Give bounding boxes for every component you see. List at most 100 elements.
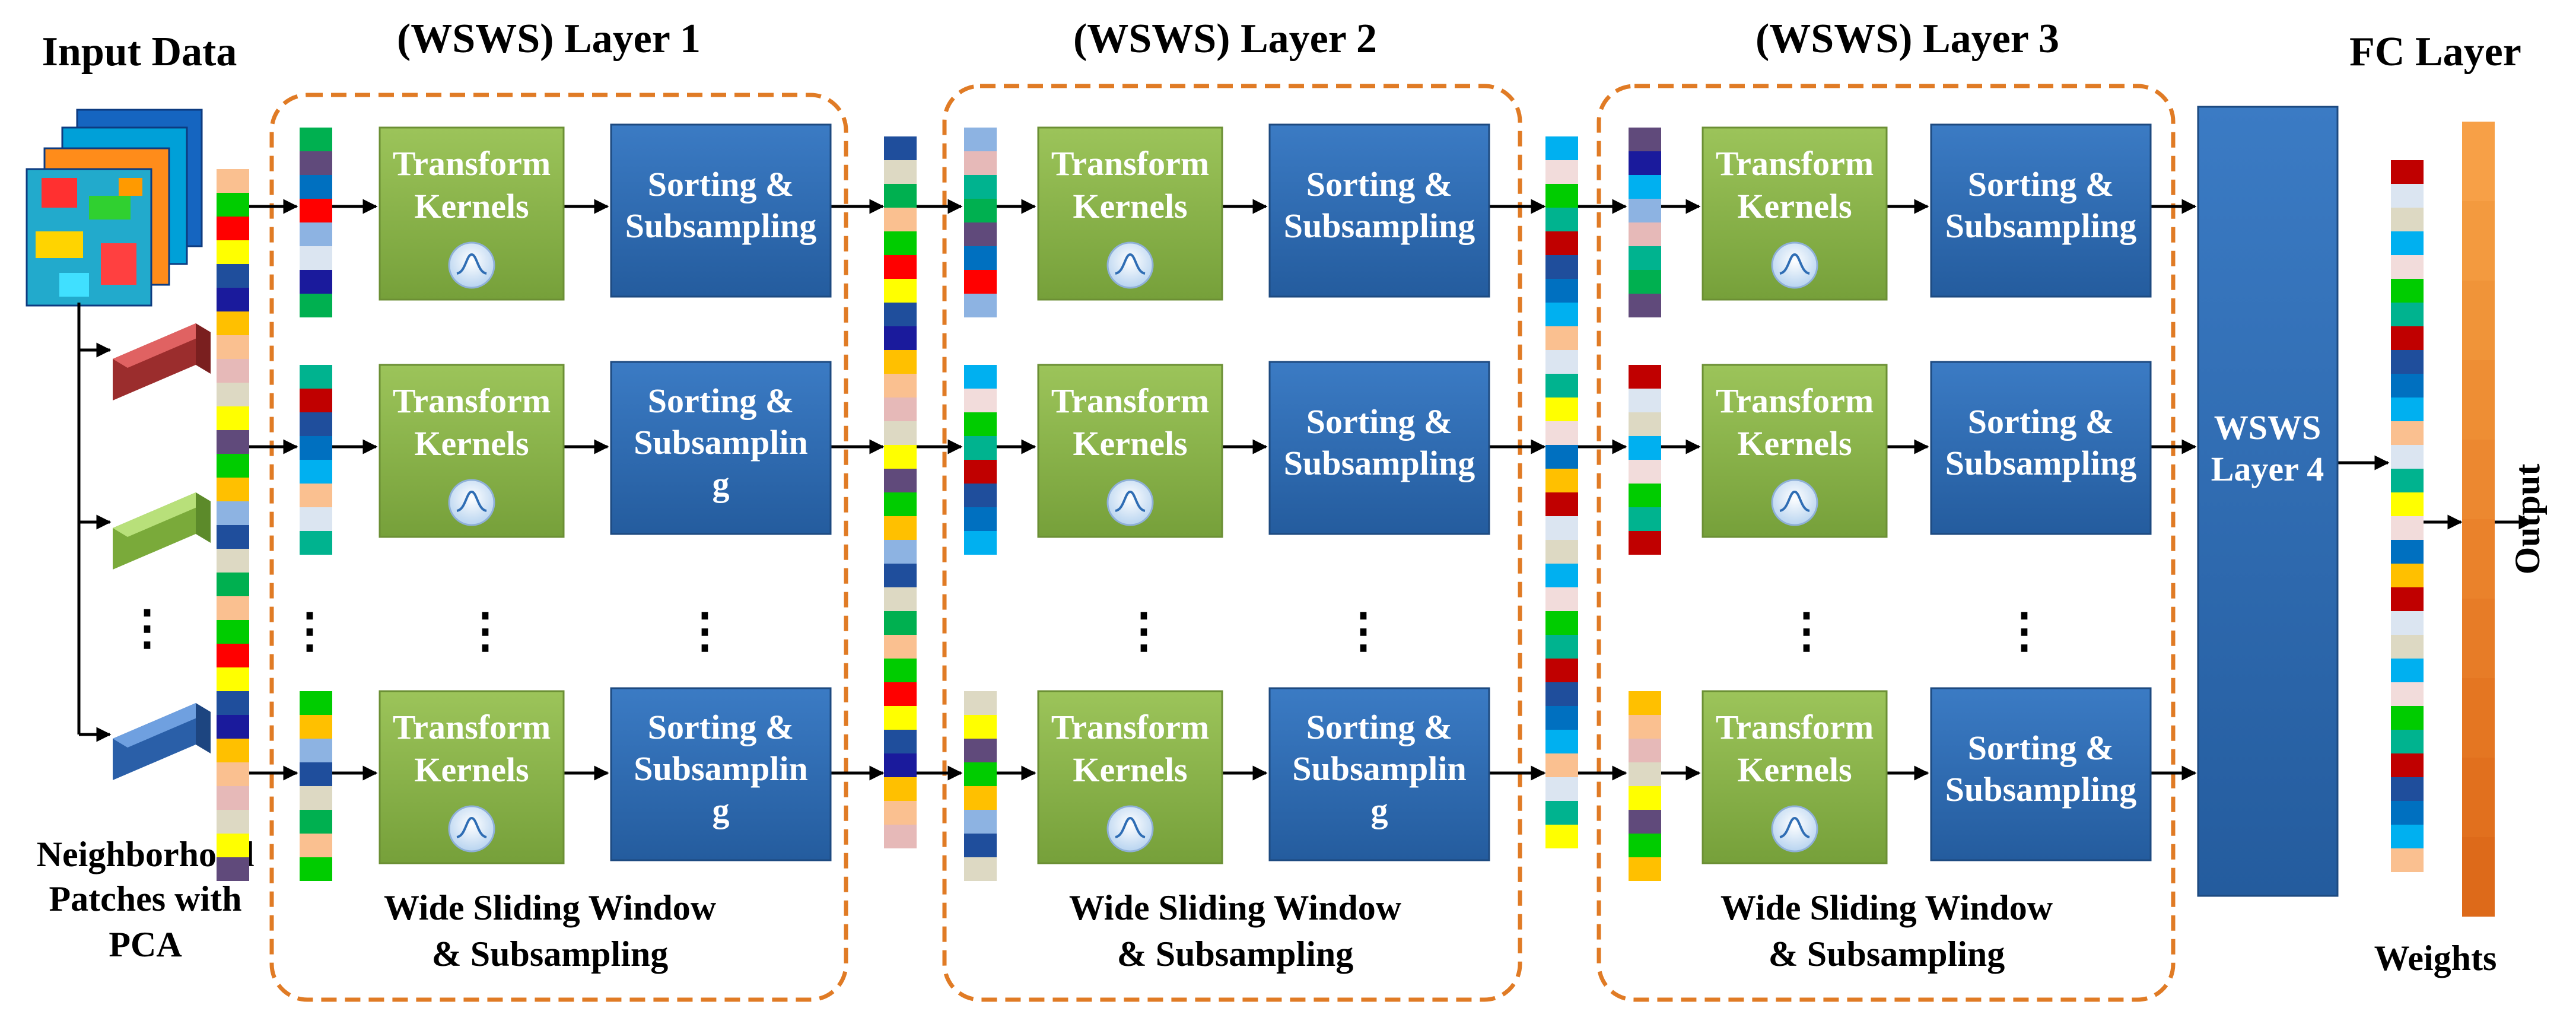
transform-kernels-label-line1: Transform <box>393 708 551 746</box>
vector-cell <box>1545 279 1578 303</box>
layer1-row1-sorting-subsampling-block: Sorting &Subsampling <box>610 123 832 298</box>
vector-cell <box>2391 540 2424 564</box>
sorting-subsampling-label-line2: Subsampling <box>1945 444 2136 482</box>
sorting-subsampling-label-line2: Subsampling <box>1284 444 1475 482</box>
vector-cell <box>964 412 997 436</box>
weights-caption: Weights <box>2374 939 2497 978</box>
vector-cell <box>1629 715 1661 739</box>
vector-cell <box>1629 128 1661 151</box>
vector-cell <box>1545 350 1578 374</box>
patch-cube-red <box>113 323 211 400</box>
sorting-subsampling-label-line2: Subsamplin <box>634 423 807 462</box>
weight-segment <box>2462 440 2495 519</box>
vector-cell <box>884 564 917 587</box>
vector-cell <box>2391 492 2424 516</box>
vector-cell <box>964 786 997 810</box>
vector-cell <box>964 436 997 460</box>
vector-cell <box>217 430 249 454</box>
transform-kernels-label-line1: Transform <box>393 381 551 420</box>
vector-cell <box>1629 151 1661 175</box>
weight-segment <box>2462 360 2495 440</box>
vector-cell <box>2391 350 2424 374</box>
vector-cell <box>1629 786 1661 810</box>
vector-cell <box>964 175 997 199</box>
transform-kernels-label-line2: Kernels <box>1737 424 1852 463</box>
vector-cell <box>2391 516 2424 540</box>
gaussian-kernel-icon <box>1771 241 1818 289</box>
vector-cell <box>884 326 917 350</box>
vector-cell <box>300 762 332 786</box>
input-ellipsis: ⋮ <box>123 602 171 654</box>
vector-cell <box>217 573 249 596</box>
vertical-ellipsis-6: ⋮ <box>1783 605 1830 657</box>
vector-cell <box>964 810 997 834</box>
vector-cell <box>217 406 249 430</box>
vector-cell <box>884 184 917 208</box>
vector-cell <box>2391 825 2424 848</box>
vector-cell <box>1629 739 1661 762</box>
vector-cell <box>217 169 249 193</box>
vector-cell <box>217 264 249 288</box>
transform-kernels-label-line2: Kernels <box>1737 750 1852 789</box>
neighborhood-caption-line3: PCA <box>109 925 182 964</box>
sorting-subsampling-label-line1: Sorting & <box>1968 729 2114 767</box>
transform-kernels-label-line2: Kernels <box>1073 424 1187 463</box>
vector-cell <box>2391 279 2424 303</box>
sorting-subsampling-label-line1: Sorting & <box>648 165 794 203</box>
gaussian-kernel-icon <box>448 805 495 853</box>
wsws-layer4-label-line2: Layer 4 <box>2211 450 2324 488</box>
vector-cell <box>2391 801 2424 825</box>
layer2-dashed-border <box>942 84 1522 1002</box>
vector-cell <box>1629 531 1661 555</box>
weight-segment <box>2462 201 2495 281</box>
vector-cell <box>2391 255 2424 279</box>
vector-cell <box>1545 326 1578 350</box>
input-branch-lines <box>77 303 112 742</box>
vector-cell <box>884 208 917 231</box>
weight-segment <box>2462 519 2495 599</box>
vertical-ellipsis-3: ⋮ <box>681 605 729 657</box>
vector-cell <box>964 222 997 246</box>
vertical-ellipsis-5: ⋮ <box>1340 605 1387 657</box>
vector-cell <box>884 492 917 516</box>
layer1-row1-window-vector <box>300 128 332 317</box>
vector-cell <box>1545 564 1578 587</box>
layer1-row3-window-vector <box>300 691 332 881</box>
vector-cell <box>217 667 249 691</box>
vector-cell <box>1545 303 1578 326</box>
vector-cell <box>1545 208 1578 231</box>
vector-cell <box>884 587 917 611</box>
layer2-row1-sorting-subsampling-block: Sorting &Subsampling <box>1268 123 1490 298</box>
vector-cell <box>964 294 997 317</box>
vector-cell <box>884 231 917 255</box>
vector-cell <box>217 739 249 762</box>
vector-cell <box>884 777 917 801</box>
vector-cell <box>300 460 332 484</box>
vector-cell <box>964 834 997 857</box>
vector-cell <box>1545 516 1578 540</box>
vector-cell <box>2391 777 2424 801</box>
vector-cell <box>884 397 917 421</box>
vector-cell <box>1629 294 1661 317</box>
vector-cell <box>2391 848 2424 872</box>
vector-cell <box>1545 374 1578 397</box>
vector-cell <box>2391 587 2424 611</box>
gaussian-kernel-icon <box>1771 479 1818 526</box>
sorting-subsampling-label-line1: Sorting & <box>1968 165 2114 203</box>
vector-cell <box>884 421 917 445</box>
vector-cell <box>217 335 249 359</box>
vector-cell <box>2391 659 2424 682</box>
input-data-title: Input Data <box>42 29 237 75</box>
vector-cell <box>217 217 249 240</box>
vector-cell <box>217 549 249 573</box>
vector-cell <box>1545 659 1578 682</box>
sorting-subsampling-label-line1: Sorting & <box>648 708 794 746</box>
vector-cell <box>1629 507 1661 531</box>
vector-cell <box>1629 175 1661 199</box>
vector-cell <box>2391 184 2424 208</box>
vector-cell <box>2391 706 2424 730</box>
vector-cell <box>1545 445 1578 469</box>
vector-cell <box>1545 825 1578 848</box>
vector-cell <box>884 160 917 184</box>
